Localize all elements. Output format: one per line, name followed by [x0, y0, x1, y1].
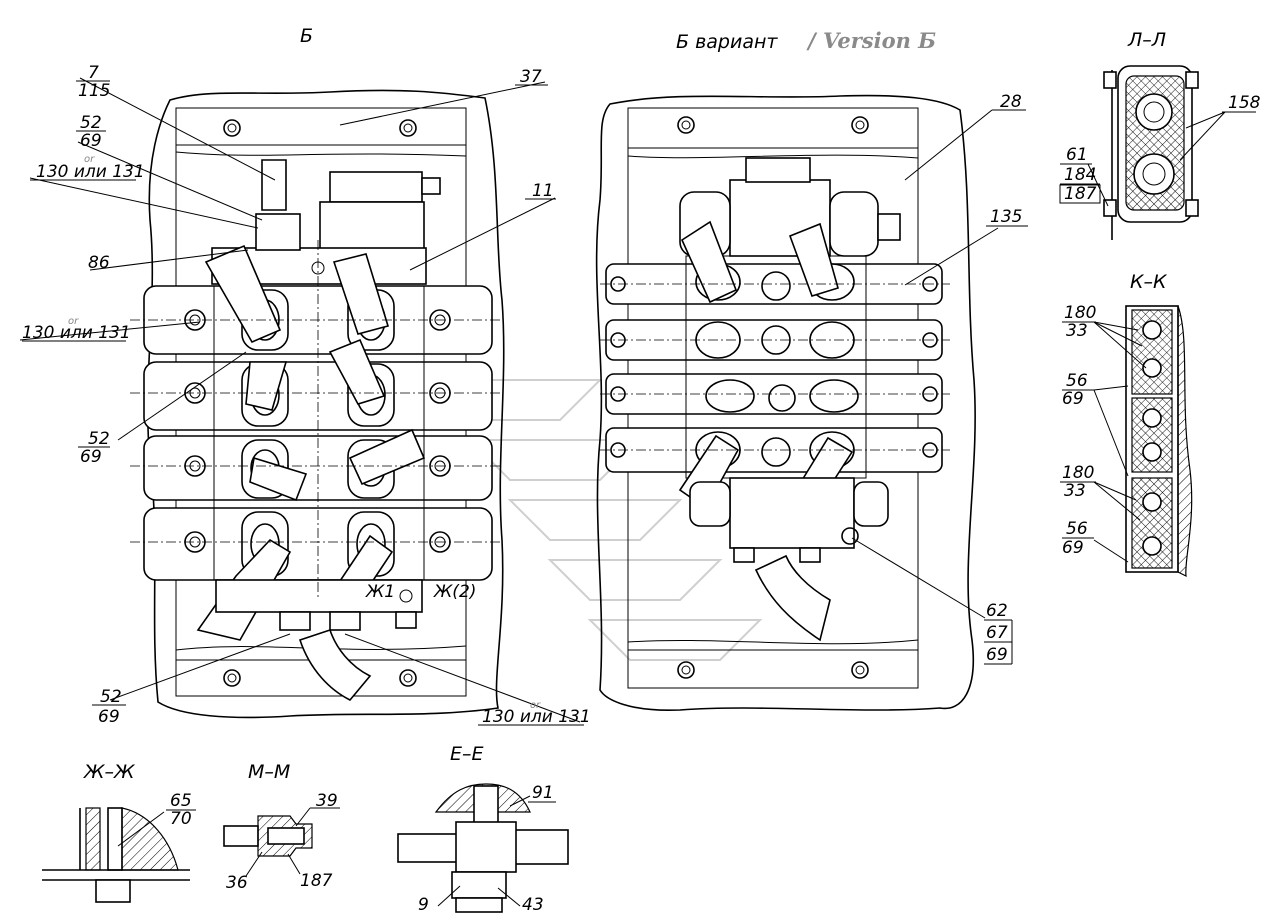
view-b-leaders — [19, 77, 581, 723]
callout-180-top: 180 — [1064, 303, 1096, 323]
callout-86: 86 — [88, 253, 110, 273]
view-ee-title: Е–Е — [450, 743, 484, 765]
view-zhzh: Ж–Ж 65 70 — [42, 761, 196, 903]
callout-135: 135 — [990, 207, 1022, 227]
callout-33-bottom: 33 — [1064, 481, 1086, 501]
callout-or-1: or — [84, 154, 95, 165]
marker-zh2: Ж(2) — [433, 582, 476, 602]
view-b-variant: Б вариант / Version Б — [595, 28, 1028, 711]
callout-33-top: 33 — [1066, 321, 1088, 341]
callout-91: 91 — [532, 783, 554, 803]
view-b-variant-leaders — [851, 109, 999, 619]
view-ll-title: Л–Л — [1127, 29, 1166, 51]
mounting-holes-variant — [677, 116, 869, 679]
callout-43: 43 — [522, 895, 544, 915]
view-b-title: Б — [300, 25, 313, 47]
view-b-variant-title-en: / Version Б — [806, 28, 936, 53]
view-b-variant-title: Б вариант — [676, 31, 778, 53]
callout-56-bottom: 56 — [1066, 519, 1088, 539]
callout-36: 36 — [226, 873, 248, 893]
callout-187-mm: 187 — [300, 871, 333, 891]
callout-130-131-top: 130 или 131 — [36, 162, 145, 182]
view-b-callouts: 7 115 52 69 or 130 или 131 86 or 130 или… — [22, 63, 591, 727]
callout-69-kk-bottom: 69 — [1062, 538, 1084, 558]
marker-zh1: Ж1 — [365, 582, 395, 602]
callout-67: 67 — [986, 623, 1008, 643]
view-b: Б — [19, 25, 591, 727]
callout-61: 61 — [1066, 145, 1088, 165]
callout-65: 65 — [170, 791, 192, 811]
callout-28: 28 — [1000, 92, 1022, 112]
callout-158: 158 — [1228, 93, 1261, 113]
callout-56-top: 56 — [1066, 371, 1088, 391]
view-ee: Е–Е 91 9 43 — [397, 743, 569, 915]
callout-39: 39 — [316, 791, 338, 811]
callout-187: 187 — [1064, 184, 1097, 204]
view-kk-title: К–К — [1130, 271, 1168, 293]
callout-or-2: or — [68, 316, 79, 327]
view-kk: К–К 180 33 56 69 180 33 56 69 — [1060, 271, 1193, 578]
callout-52-bottom: 52 — [100, 687, 122, 707]
view-mm: М–М 39 36 187 — [223, 761, 340, 893]
callout-184: 184 — [1064, 165, 1096, 185]
callout-180-bottom: 180 — [1062, 463, 1094, 483]
callout-69-mid: 69 — [80, 447, 102, 467]
view-b-variant-break-outline — [595, 94, 976, 711]
callout-9: 9 — [418, 895, 429, 915]
callout-69-variant: 69 — [986, 645, 1008, 665]
callout-or-3: or — [530, 700, 541, 711]
callout-52-top: 52 — [80, 113, 102, 133]
view-b-variant-callouts: 28 135 62 67 69 — [984, 92, 1028, 665]
kk-holes — [1142, 320, 1162, 556]
callout-69-top: 69 — [80, 131, 102, 151]
view-ll: Л–Л 158 61 184 187 — [1059, 29, 1261, 240]
callout-130-131-bottom: 130 или 131 — [482, 707, 591, 727]
hoses-variant — [678, 220, 854, 642]
callout-69-bottom: 69 — [98, 707, 120, 727]
callout-62: 62 — [986, 601, 1008, 621]
callout-11: 11 — [532, 181, 554, 201]
view-zhzh-title: Ж–Ж — [83, 761, 136, 783]
view-mm-title: М–М — [248, 761, 290, 783]
mounting-holes — [223, 119, 417, 687]
solenoid-block — [329, 171, 423, 203]
watermark-logo — [427, 379, 763, 661]
callout-52-mid: 52 — [88, 429, 110, 449]
callout-130-131-mid: 130 или 131 — [22, 323, 131, 343]
callout-115: 115 — [78, 81, 110, 101]
callout-37: 37 — [520, 67, 542, 87]
callout-70: 70 — [170, 809, 192, 829]
callout-69-kk-top: 69 — [1062, 389, 1084, 409]
callout-7: 7 — [88, 63, 99, 83]
